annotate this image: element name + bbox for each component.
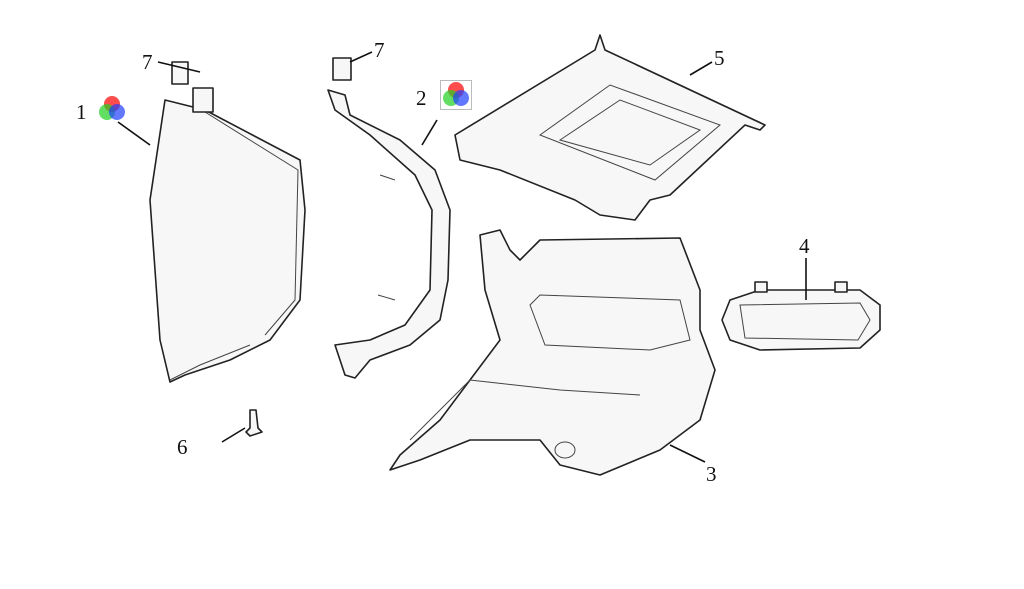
part-1-outer-panel[interactable]: [149, 87, 306, 383]
part-6-screw[interactable]: [245, 409, 263, 437]
leader-lines: [117, 51, 807, 463]
part-4-light-module[interactable]: [721, 281, 881, 351]
part-2-frame[interactable]: [327, 57, 451, 379]
callout-3: 3: [706, 462, 717, 486]
part-3-lower-panel[interactable]: [389, 229, 716, 476]
color-options-icon[interactable]: [440, 80, 472, 110]
color-options-icon[interactable]: [97, 94, 127, 124]
callout-7-left: 7: [142, 50, 153, 74]
callout-7-right: 7: [374, 38, 385, 62]
callout-4: 4: [799, 234, 810, 258]
callout-6: 6: [177, 435, 188, 459]
callout-1: 1: [76, 100, 87, 124]
part-5-top-bezel[interactable]: [454, 34, 766, 221]
callout-5: 5: [714, 46, 725, 70]
callout-2: 2: [416, 86, 427, 110]
